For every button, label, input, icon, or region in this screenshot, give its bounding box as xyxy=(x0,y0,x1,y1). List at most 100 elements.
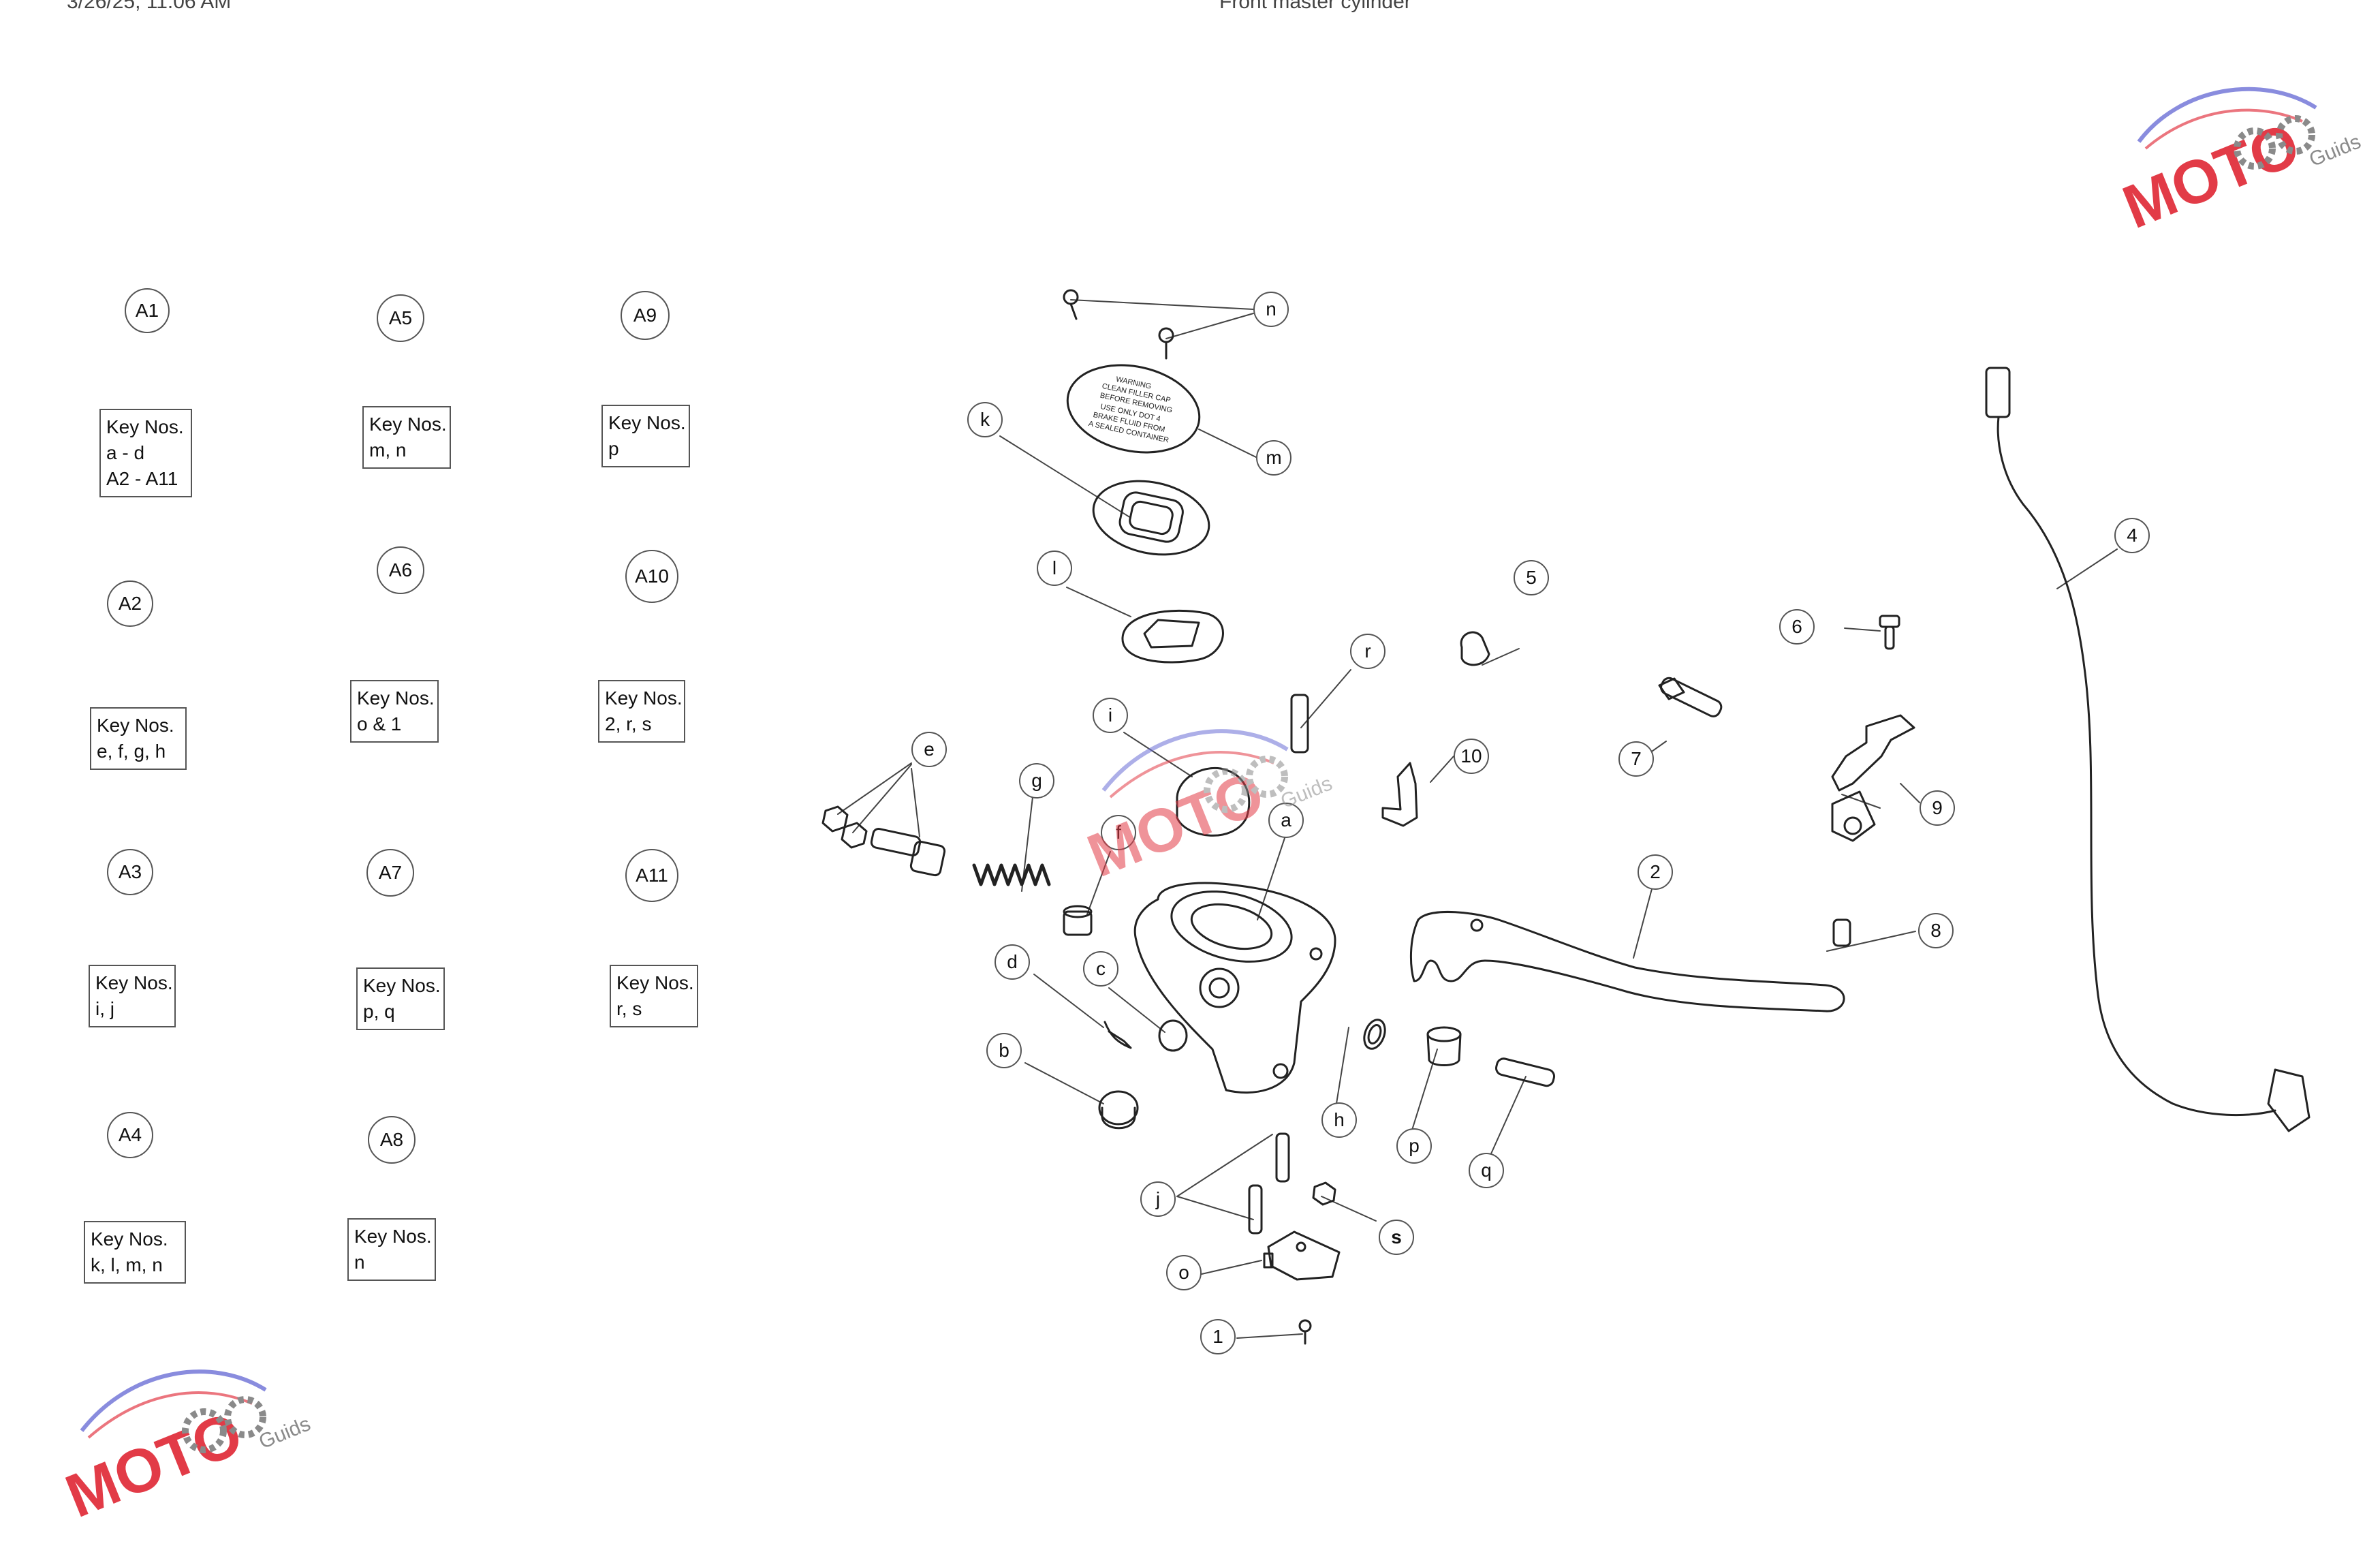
callout-a1: A1 xyxy=(125,288,170,333)
part-label-9: 9 xyxy=(1920,790,1955,826)
part-label-d: d xyxy=(995,944,1030,980)
keybox-line: o & 1 xyxy=(357,713,402,734)
part-label-h: h xyxy=(1321,1102,1357,1138)
part-label-i: i xyxy=(1093,698,1128,733)
keybox-line: p xyxy=(608,438,619,459)
part-label-o: o xyxy=(1166,1255,1202,1290)
keybox-a6: Key Nos. o & 1 xyxy=(350,680,439,743)
circlip-d xyxy=(1103,1021,1132,1049)
switch-cable-4 xyxy=(1985,367,2311,1132)
ring-h xyxy=(1363,1019,1386,1050)
screw-8 xyxy=(1832,918,1851,947)
part-label-q: q xyxy=(1469,1153,1504,1188)
keybox-a11: Key Nos. r, s xyxy=(610,965,698,1027)
keybox-line: n xyxy=(354,1252,365,1273)
keybox-line: Key Nos. xyxy=(616,972,694,993)
keybox-line: Key Nos. xyxy=(608,412,686,433)
bolt-7 xyxy=(1658,677,1723,717)
keybox-line: Key Nos. xyxy=(354,1226,432,1247)
keybox-a8: Key Nos. n xyxy=(347,1218,436,1281)
reservoir-cap-m: WARNING CLEAN FILLER CAP BEFORE REMOVING… xyxy=(1066,364,1201,454)
leader-lines xyxy=(837,299,2118,1339)
svg-text:MOTO: MOTO xyxy=(2114,110,2308,237)
callout-a8: A8 xyxy=(368,1116,416,1164)
bush-p xyxy=(1426,1026,1462,1066)
keybox-line: 2, r, s xyxy=(605,713,652,734)
part-label-10: 10 xyxy=(1454,739,1489,774)
pin-r xyxy=(1290,694,1309,754)
screws-j xyxy=(1248,1132,1290,1235)
keybox-line: e, f, g, h xyxy=(97,741,166,762)
part-label-n: n xyxy=(1253,292,1289,327)
diaphragm-k xyxy=(1092,480,1210,556)
keybox-line: r, s xyxy=(616,998,642,1019)
part-label-l: l xyxy=(1037,551,1072,586)
screw-1 xyxy=(1298,1319,1312,1345)
header-date-time: 3/26/25, 11:06 AM xyxy=(67,0,232,13)
brake-switch-o xyxy=(1263,1230,1341,1281)
keybox-a3: Key Nos. i, j xyxy=(89,965,176,1027)
callout-a5: A5 xyxy=(377,294,424,342)
callout-a9: A9 xyxy=(621,291,670,340)
cover-i xyxy=(1176,766,1251,837)
callout-a2: A2 xyxy=(107,580,153,627)
part-label-7: 7 xyxy=(1618,741,1654,777)
keybox-line: Key Nos. xyxy=(106,416,184,437)
screw-6 xyxy=(1879,615,1900,650)
part-label-r: r xyxy=(1350,634,1385,669)
callout-a6: A6 xyxy=(377,546,424,594)
part-label-f: f xyxy=(1101,815,1136,850)
part-label-b: b xyxy=(986,1033,1022,1068)
boot-b xyxy=(1098,1090,1139,1130)
keybox-line: a - d xyxy=(106,442,145,463)
callout-a10: A10 xyxy=(625,550,678,603)
keybox-a10: Key Nos. 2, r, s xyxy=(598,680,685,743)
moto-guids-logo-center: MOTO Guids xyxy=(1078,729,1335,886)
piston-f xyxy=(1063,905,1093,936)
part-label-8: 8 xyxy=(1918,913,1954,948)
nut-s xyxy=(1312,1181,1336,1206)
keybox-line: Key Nos. xyxy=(363,975,441,996)
diaphragm-plate-l xyxy=(1121,609,1224,664)
brake-lever-2 xyxy=(1409,910,1845,1012)
callout-a3: A3 xyxy=(107,849,153,895)
bracket-10 xyxy=(1381,762,1418,827)
keybox-line: Key Nos. xyxy=(95,972,173,993)
header-page-title: Front master cylinder xyxy=(1219,0,1411,13)
part-label-k: k xyxy=(967,402,1003,437)
clip-5 xyxy=(1460,631,1490,666)
keybox-line: Key Nos. xyxy=(357,687,435,709)
master-cylinder-body-a xyxy=(1133,882,1336,1094)
callout-a11: A11 xyxy=(625,849,678,902)
part-label-6: 6 xyxy=(1779,609,1815,645)
moto-guids-logo-bottom-left: MOTO Guids xyxy=(57,1369,313,1526)
moto-guids-logo-top-right: MOTO Guids xyxy=(2114,87,2364,237)
part-label-m: m xyxy=(1256,440,1291,476)
keybox-a2: Key Nos. e, f, g, h xyxy=(90,707,187,770)
keybox-line: i, j xyxy=(95,998,114,1019)
part-label-a: a xyxy=(1268,803,1304,838)
part-label-1: 1 xyxy=(1200,1319,1236,1354)
keybox-a9: Key Nos. p xyxy=(601,405,690,467)
part-label-e: e xyxy=(911,732,947,767)
bracket-9 xyxy=(1831,714,1915,842)
part-label-g: g xyxy=(1019,763,1054,799)
part-label-j: j xyxy=(1140,1181,1176,1217)
keybox-a7: Key Nos. p, q xyxy=(356,967,445,1030)
bleed-valve-e xyxy=(821,805,946,877)
spring-g xyxy=(972,863,1051,886)
part-label-5: 5 xyxy=(1514,560,1549,595)
part-label-2: 2 xyxy=(1638,854,1673,890)
pivot-pin-q xyxy=(1495,1057,1556,1087)
screw-n-top xyxy=(1063,289,1174,360)
keybox-line: k, l, m, n xyxy=(91,1254,163,1275)
part-label-4: 4 xyxy=(2114,518,2150,553)
part-label-s: s xyxy=(1379,1220,1414,1255)
callout-a7: A7 xyxy=(366,849,414,897)
keybox-line: A2 - A11 xyxy=(106,468,178,489)
part-label-c: c xyxy=(1083,951,1118,987)
keybox-a5: Key Nos. m, n xyxy=(362,406,451,469)
keybox-line: p, q xyxy=(363,1001,395,1022)
callout-a4: A4 xyxy=(107,1112,153,1158)
